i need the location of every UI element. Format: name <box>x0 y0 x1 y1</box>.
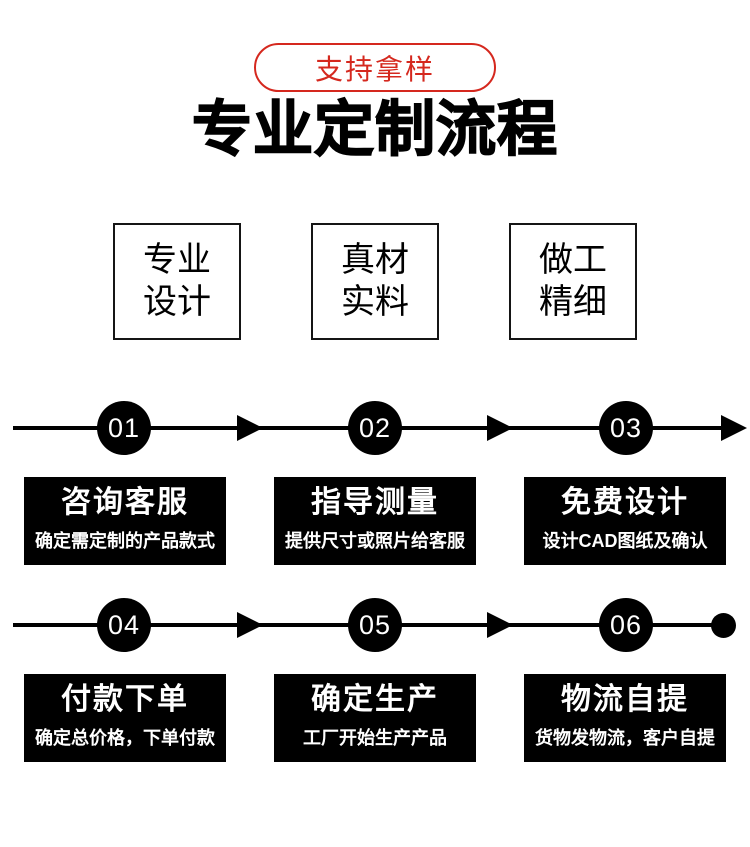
step-card-consult: 咨询客服 确定需定制的产品款式 <box>24 477 226 565</box>
feature-box-workmanship: 做工 精细 <box>509 223 637 340</box>
process-arrow-track-2: 04 05 06 <box>0 597 750 653</box>
arrow-right-icon <box>487 612 513 638</box>
feature-box-design: 专业 设计 <box>113 223 241 340</box>
step-number-label: 06 <box>609 609 643 640</box>
step-number-circle-01: 01 <box>97 401 151 455</box>
step-card-subtitle: 货物发物流，客户自提 <box>535 727 715 748</box>
step-card-title: 咨询客服 <box>61 486 189 519</box>
step-number-label: 05 <box>358 609 392 640</box>
sample-support-badge: 支持拿样 <box>254 43 496 92</box>
arrow-right-icon <box>237 612 263 638</box>
step-card-free-design: 免费设计 设计CAD图纸及确认 <box>524 477 726 565</box>
step-number-circle-03: 03 <box>599 401 653 455</box>
step-number-label: 04 <box>107 609 141 640</box>
step-number-label: 03 <box>609 412 643 443</box>
arrow-right-icon <box>721 415 747 441</box>
step-card-logistics: 物流自提 货物发物流，客户自提 <box>524 674 726 762</box>
end-dot-icon <box>711 613 736 638</box>
step-number-circle-06: 06 <box>599 598 653 652</box>
step-number-label: 02 <box>358 412 392 443</box>
feature-box-row: 专业 设计 真材 实料 做工 精细 <box>0 223 750 340</box>
step-card-payment: 付款下单 确定总价格，下单付款 <box>24 674 226 762</box>
step-card-title: 确定生产 <box>311 683 439 716</box>
arrow-right-icon <box>487 415 513 441</box>
step-card-subtitle: 确定需定制的产品款式 <box>35 530 215 551</box>
arrow-right-icon <box>237 415 263 441</box>
step-card-title: 指导测量 <box>311 486 439 519</box>
page-title: 专业定制流程 <box>191 96 558 164</box>
step-number-circle-04: 04 <box>97 598 151 652</box>
step-card-row-2: 付款下单 确定总价格，下单付款 确定生产 工厂开始生产产品 物流自提 货物发物流… <box>0 674 750 762</box>
step-card-production: 确定生产 工厂开始生产产品 <box>274 674 476 762</box>
step-card-title: 付款下单 <box>61 683 189 716</box>
process-arrow-track-1: 01 02 03 <box>0 400 750 456</box>
step-card-subtitle: 确定总价格，下单付款 <box>35 727 215 748</box>
sample-support-badge-label: 支持拿样 <box>314 53 435 85</box>
step-number-circle-02: 02 <box>348 401 402 455</box>
step-card-subtitle: 提供尺寸或照片给客服 <box>285 530 465 551</box>
step-card-subtitle: 工厂开始生产产品 <box>303 727 447 748</box>
step-number-circle-05: 05 <box>348 598 402 652</box>
step-card-title: 物流自提 <box>561 683 689 716</box>
step-card-measure: 指导测量 提供尺寸或照片给客服 <box>274 477 476 565</box>
step-number-label: 01 <box>107 412 141 443</box>
step-card-row-1: 咨询客服 确定需定制的产品款式 指导测量 提供尺寸或照片给客服 免费设计 设计C… <box>0 477 750 565</box>
step-card-subtitle: 设计CAD图纸及确认 <box>542 530 708 551</box>
feature-box-materials: 真材 实料 <box>311 223 439 340</box>
step-card-title: 免费设计 <box>561 486 689 519</box>
